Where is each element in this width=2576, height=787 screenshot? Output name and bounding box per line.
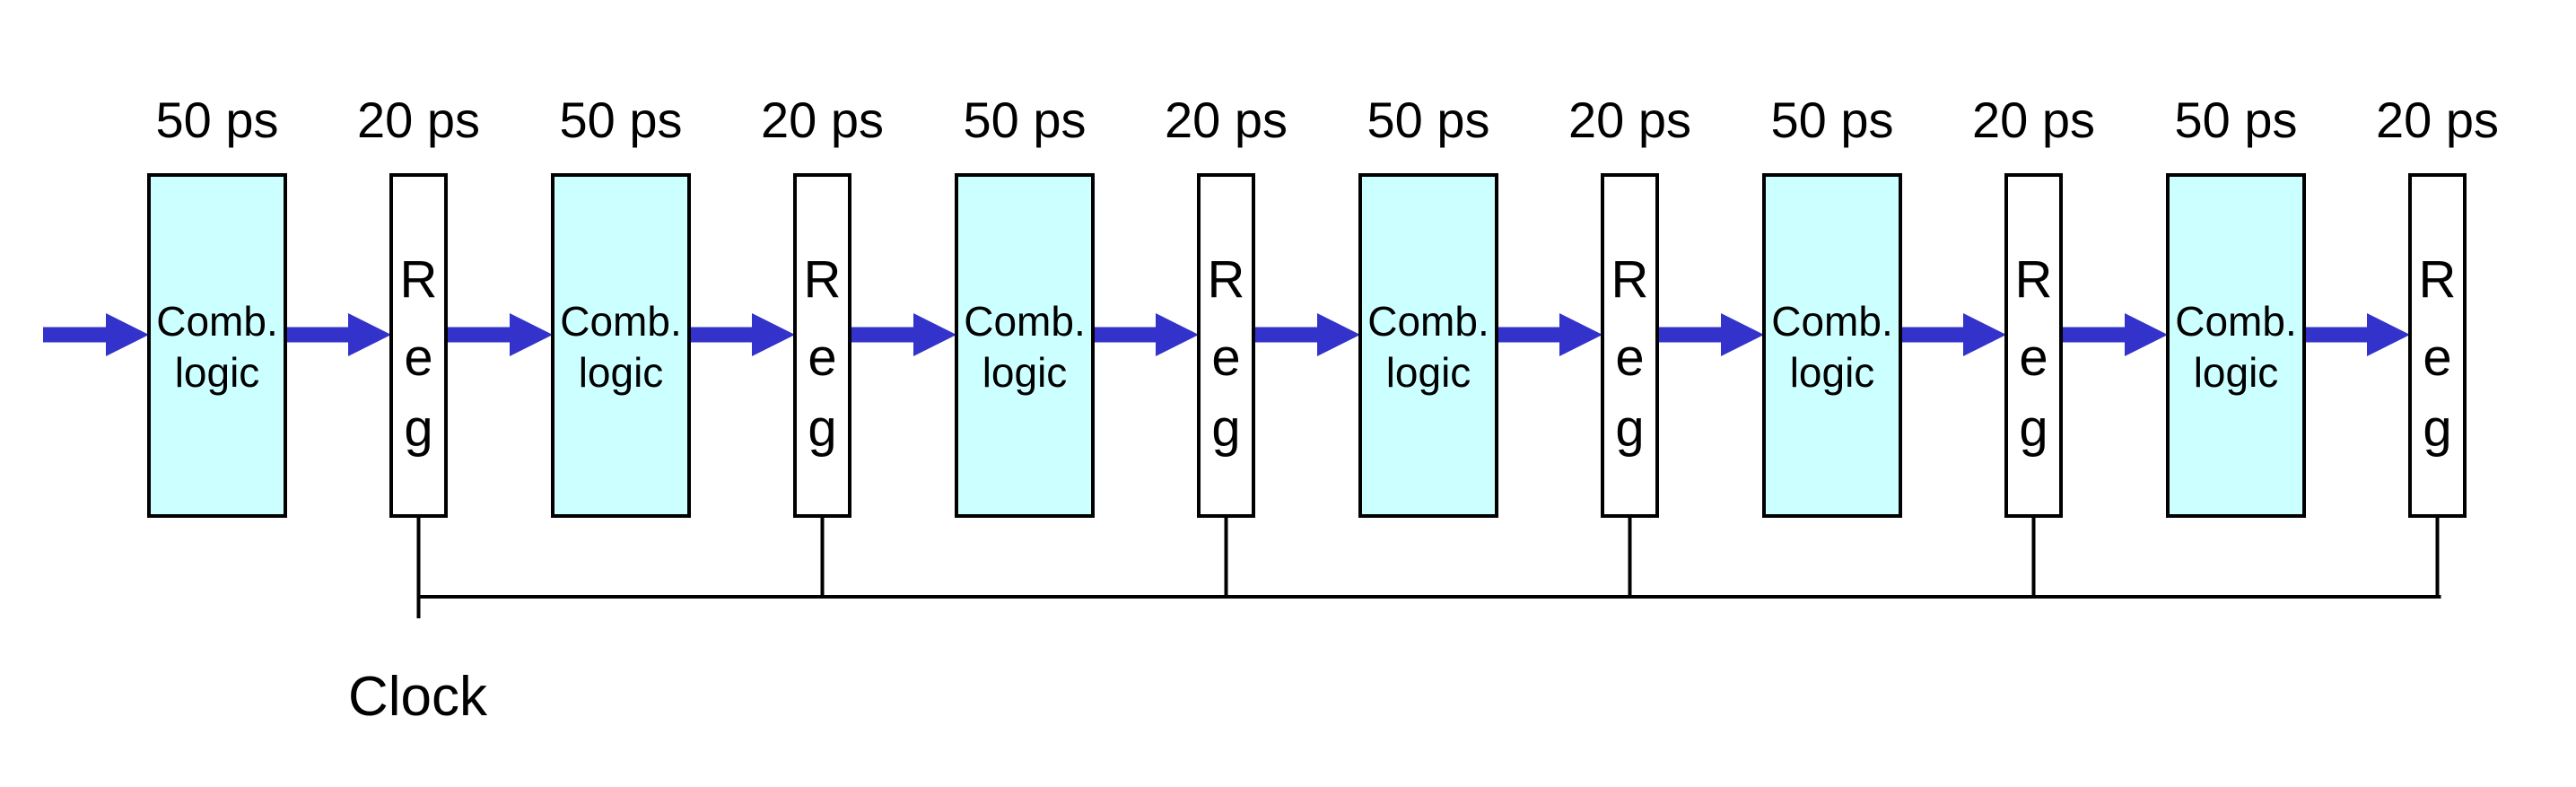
register-letter: R — [2015, 250, 2053, 309]
clock-network — [416, 516, 2441, 618]
register-block: Reg 20 ps — [1568, 92, 1691, 518]
register-to-logic-arrow — [850, 313, 956, 356]
register-box — [2004, 173, 2063, 518]
register-to-logic-arrow — [1253, 313, 1360, 356]
register-to-logic-arrow-head — [510, 313, 553, 356]
register-letter: g — [2019, 399, 2048, 458]
comb-logic-label-line1: Comb. — [156, 298, 277, 345]
logic-delay-label: 50 ps — [1771, 92, 1894, 148]
logic-to-register-arrow-head — [2367, 313, 2410, 356]
comb-logic-label-line1: Comb. — [2175, 298, 2296, 345]
register-letter: g — [404, 399, 432, 458]
register-box — [1601, 173, 1659, 518]
register-letter: e — [404, 328, 432, 387]
register-letter: R — [400, 250, 438, 309]
register-letter: e — [1211, 328, 1240, 387]
logic-to-register-arrow — [2304, 313, 2410, 356]
comb-logic-box — [955, 173, 1095, 518]
comb-logic-label-line2: logic — [982, 349, 1068, 396]
logic-to-register-arrow — [1497, 313, 1602, 356]
input-arrow-head — [106, 313, 149, 356]
register-to-logic-arrow — [446, 313, 553, 356]
comb-logic-label-line1: Comb. — [1367, 298, 1489, 345]
register-to-logic-arrow-head — [913, 313, 956, 356]
register-letter: e — [808, 328, 836, 387]
input-arrow — [43, 313, 149, 356]
register-to-logic-arrow-head — [2125, 313, 2168, 356]
register-to-logic-arrow-head — [1317, 313, 1360, 356]
comb-logic-block: Comb.logic 50 ps — [955, 92, 1095, 518]
register-letter: R — [1611, 250, 1649, 309]
comb-logic-label-line2: logic — [1790, 349, 1875, 396]
comb-logic-box — [1358, 173, 1498, 518]
logic-to-register-arrow-head — [752, 313, 795, 356]
logic-to-register-arrow-head — [348, 313, 391, 356]
comb-logic-box — [2166, 173, 2306, 518]
register-delay-label: 20 ps — [1972, 92, 2095, 148]
register-box — [389, 173, 448, 518]
register-block: Reg 20 ps — [1972, 92, 2095, 518]
register-letter: g — [2423, 399, 2451, 458]
register-letter: R — [2419, 250, 2457, 309]
logic-to-register-arrow-head — [1559, 313, 1602, 356]
comb-logic-block: Comb.logic 50 ps — [551, 92, 691, 518]
comb-logic-label-line2: logic — [175, 349, 260, 396]
register-delay-label: 20 ps — [357, 92, 480, 148]
logic-delay-label: 50 ps — [560, 92, 683, 148]
register-to-logic-arrow — [2061, 313, 2168, 356]
register-letter: g — [1615, 399, 1644, 458]
register-delay-label: 20 ps — [2376, 92, 2499, 148]
comb-logic-block: Comb.logic 50 ps — [1762, 92, 1902, 518]
register-delay-label: 20 ps — [761, 92, 884, 148]
logic-to-register-arrow — [1900, 313, 2006, 356]
logic-to-register-arrow-head — [1963, 313, 2006, 356]
logic-delay-label: 50 ps — [156, 92, 279, 148]
logic-to-register-arrow — [689, 313, 795, 356]
comb-logic-label-line1: Comb. — [560, 298, 681, 345]
logic-to-register-arrow — [1093, 313, 1199, 356]
register-block: Reg 20 ps — [2376, 92, 2499, 518]
logic-to-register-arrow — [285, 313, 391, 356]
register-block: Reg 20 ps — [357, 92, 480, 518]
register-block: Reg 20 ps — [1165, 92, 1288, 518]
register-letter: g — [1211, 399, 1240, 458]
register-letter: R — [804, 250, 842, 309]
register-box — [793, 173, 851, 518]
comb-logic-box — [1762, 173, 1902, 518]
register-letter: R — [1208, 250, 1245, 309]
clock-label: Clock — [348, 666, 488, 728]
comb-logic-label-line2: logic — [1386, 349, 1471, 396]
register-to-logic-arrow-head — [1721, 313, 1764, 356]
comb-logic-block: Comb.logic 50 ps — [2166, 92, 2306, 518]
comb-logic-block: Comb.logic 50 ps — [1358, 92, 1498, 518]
register-letter: e — [1615, 328, 1644, 387]
dataflow-arrows — [43, 313, 2410, 356]
comb-logic-label-line1: Comb. — [964, 298, 1085, 345]
comb-logic-box — [551, 173, 691, 518]
comb-logic-box — [147, 173, 287, 518]
register-letter: g — [808, 399, 836, 458]
register-box — [2408, 173, 2467, 518]
comb-logic-label-line2: logic — [2194, 349, 2279, 396]
register-box — [1197, 173, 1255, 518]
register-delay-label: 20 ps — [1165, 92, 1288, 148]
logic-to-register-arrow-head — [1156, 313, 1199, 356]
register-letter: e — [2019, 328, 2048, 387]
logic-delay-label: 50 ps — [964, 92, 1087, 148]
register-letter: e — [2423, 328, 2451, 387]
comb-logic-label-line1: Comb. — [1771, 298, 1892, 345]
logic-delay-label: 50 ps — [2175, 92, 2298, 148]
logic-delay-label: 50 ps — [1367, 92, 1490, 148]
comb-logic-label-line2: logic — [579, 349, 664, 396]
register-block: Reg 20 ps — [761, 92, 884, 518]
comb-logic-block: Comb.logic 50 ps — [147, 92, 287, 518]
register-to-logic-arrow — [1657, 313, 1764, 356]
register-delay-label: 20 ps — [1568, 92, 1691, 148]
